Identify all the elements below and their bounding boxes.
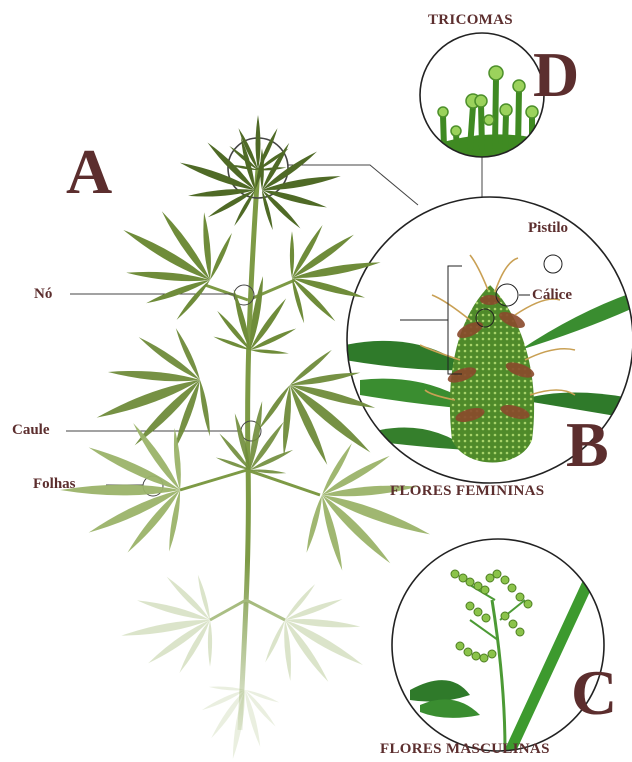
caption-male-flowers: FLORES MASCULINAS	[380, 741, 550, 758]
label-letter-c: C	[571, 661, 617, 725]
leaves-marker	[143, 476, 163, 496]
label-pistil: Pistilo	[528, 220, 568, 237]
bud-to-detail-line	[288, 165, 418, 205]
label-letter-b: B	[566, 413, 609, 477]
caption-female-flowers: FLORES FEMININAS	[390, 483, 544, 500]
label-calyx: Cálice	[532, 287, 572, 304]
stem-marker	[241, 421, 261, 441]
trichome-closeup	[420, 33, 545, 160]
label-letter-d: D	[533, 43, 579, 107]
label-stem: Caule	[12, 422, 50, 439]
caption-trichomes: TRICOMAS	[428, 12, 513, 29]
label-leaves: Folhas	[33, 476, 76, 493]
label-node: Nó	[34, 286, 52, 303]
label-letter-a: A	[66, 140, 112, 204]
